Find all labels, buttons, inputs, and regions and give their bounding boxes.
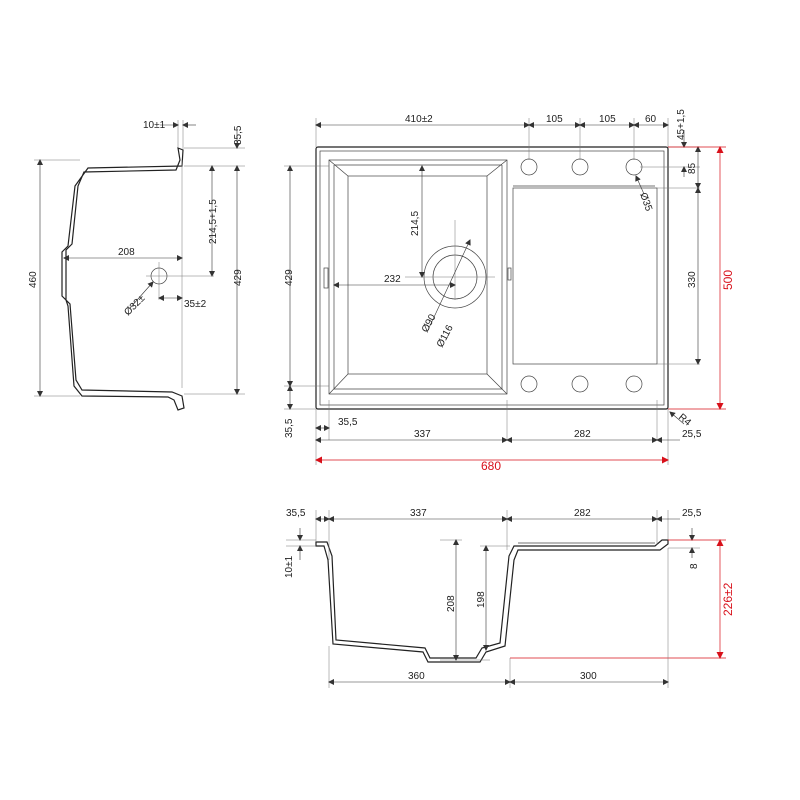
tap-hole-bottom-1 bbox=[520, 375, 538, 393]
side-profile-outer bbox=[61, 147, 185, 411]
outlet-offset-x: 232 bbox=[384, 274, 401, 285]
side-depth: 429 bbox=[233, 269, 244, 286]
section-drainer-step: 8 bbox=[689, 563, 700, 569]
overall-depth: 500 bbox=[721, 270, 735, 290]
drainer-area bbox=[512, 187, 658, 365]
sink-outline bbox=[315, 146, 669, 410]
section-bottom-right: 300 bbox=[580, 671, 597, 682]
side-hole-offset: 35±2 bbox=[184, 299, 207, 310]
bowl-depth: 429 bbox=[284, 269, 295, 286]
corner-radius: R4 bbox=[676, 412, 693, 429]
outlet-offset-y: 214,5 bbox=[410, 211, 421, 236]
tap-margin: 60 bbox=[645, 114, 657, 125]
bowl-width-410: 410±2 bbox=[405, 114, 433, 125]
rim-left: 35,5 bbox=[338, 417, 358, 428]
tap-spacing-1: 105 bbox=[546, 114, 563, 125]
section-lip: 10±1 bbox=[284, 555, 295, 578]
side-view: 10±1 35,5 429 214,5+1,5 460 208 Ø32± 35±… bbox=[28, 120, 245, 411]
section-drainer-width: 282 bbox=[574, 508, 591, 519]
tap-hole-top-3 bbox=[625, 158, 643, 176]
bowl-length: 337 bbox=[414, 429, 431, 440]
side-rim-height: 35,5 bbox=[233, 125, 244, 145]
section-bowl-length: 337 bbox=[410, 508, 427, 519]
outlet-inner-diameter: Ø90 bbox=[420, 312, 439, 334]
section-profile bbox=[315, 539, 669, 663]
tap-hole-top-1 bbox=[520, 158, 538, 176]
section-overall-height: 226±2 bbox=[721, 582, 735, 616]
side-hole-diameter: Ø32± bbox=[122, 293, 147, 318]
tap-edge: 45+1,5 bbox=[676, 109, 687, 140]
section-rim-right: 25,5 bbox=[682, 508, 702, 519]
side-hole-height: 214,5+1,5 bbox=[208, 199, 219, 244]
tap-hole-top-2 bbox=[571, 158, 589, 176]
drainer-width: 282 bbox=[574, 429, 591, 440]
overall-length: 680 bbox=[481, 459, 501, 473]
rim-right: 25,5 bbox=[682, 429, 702, 440]
section-view: 35,5 337 282 25,5 10±1 208 198 8 226±2 bbox=[284, 508, 735, 688]
top-view: Ø90 Ø116 410±2 105 105 60 45+1,5 bbox=[284, 109, 735, 473]
tap-spacing-2: 105 bbox=[599, 114, 616, 125]
side-top-width: 10±1 bbox=[143, 120, 166, 131]
rim-bottom: 35,5 bbox=[284, 418, 295, 438]
section-rim-left: 35,5 bbox=[286, 508, 306, 519]
bowl-inner bbox=[347, 175, 488, 375]
tap-hole-bottom-3 bbox=[625, 375, 643, 393]
section-bottom-left: 360 bbox=[408, 671, 425, 682]
side-inner-width: 208 bbox=[118, 247, 135, 258]
outlet-outer-diameter: Ø116 bbox=[435, 323, 456, 349]
tap-row-offset: 85 bbox=[687, 162, 698, 174]
tap-hole-bottom-2 bbox=[571, 375, 589, 393]
drainer-length: 330 bbox=[687, 271, 698, 288]
tap-hole-diameter: Ø35 bbox=[637, 191, 654, 213]
section-bowl-depth-inner: 198 bbox=[476, 591, 487, 608]
side-overall-height: 460 bbox=[28, 271, 39, 288]
section-bowl-depth: 208 bbox=[446, 595, 457, 612]
bowl-outer bbox=[328, 159, 508, 395]
